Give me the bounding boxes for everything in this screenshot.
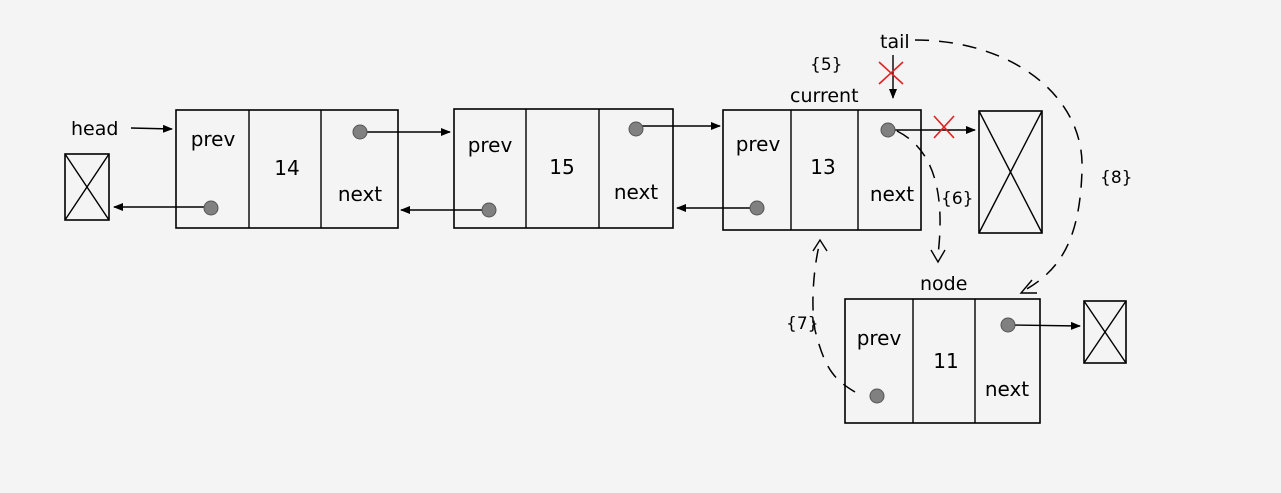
pointer-dot [481,202,497,218]
step-8-label: {8} [1100,168,1132,188]
prev-field-label: prev [857,326,902,350]
next-field-label: next [985,377,1029,401]
removed-next-pointer-cross [933,115,955,139]
list-node-11: prev 11 next [844,298,1041,424]
step-6-label: {6} [941,189,973,209]
prev-field-label: prev [191,127,236,151]
removed-tail-pointer-cross [878,61,904,85]
next-field-label: next [870,182,914,206]
tail-label: tail [880,31,910,53]
pointer-dot [749,200,765,216]
prev-field-label: prev [736,132,781,156]
pointer-dot [628,121,644,137]
step-7-dashed-arrow [812,241,856,393]
prev-field-label: prev [468,133,513,157]
step-6-arrowhead [930,249,946,264]
node-label: node [920,273,967,295]
step-6-dashed-arrow [896,130,941,256]
head-pointer-arrow [130,124,173,133]
null-box-left [64,153,110,221]
null-box-right [978,110,1043,234]
step-5-label: {5} [810,55,842,75]
next-pointer-arrow [1007,321,1081,330]
null-box-node-next [1083,300,1127,364]
pointer-dot [203,200,219,216]
pointer-dot [869,388,885,404]
node-value: 14 [274,156,299,180]
next-field-label: next [614,180,658,204]
step-7-arrowhead [812,238,828,252]
pointer-dot [880,122,896,138]
pointer-dot [1000,317,1016,333]
pointer-dot [352,124,368,140]
next-field-label: next [338,182,382,206]
step-8-arrowhead [1019,279,1037,294]
node-value: 13 [810,155,835,179]
current-label: current [790,85,859,107]
node-value: 11 [933,349,958,373]
step-7-label: {7} [786,314,818,334]
node-value: 15 [549,155,574,179]
step-8-dashed-arrow [914,39,1083,291]
head-label: head [71,118,118,140]
